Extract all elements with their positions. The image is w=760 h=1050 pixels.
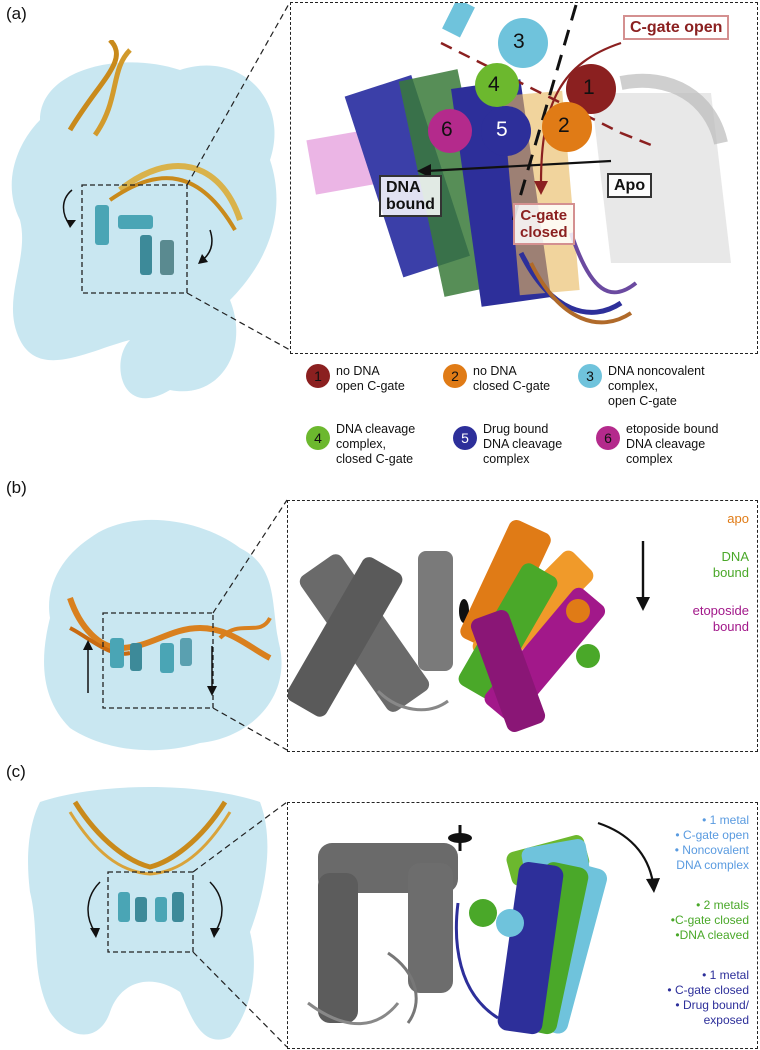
legend-label-5: Drug bound DNA cleavage complex	[483, 422, 562, 467]
panel-b-overview-structure	[44, 519, 282, 751]
panel-a-label: (a)	[6, 4, 27, 23]
legend-4-line-2: complex,	[336, 437, 387, 451]
state-etoposide-line-2: bound	[712, 619, 749, 634]
group-2-line-3: •DNA cleaved	[675, 928, 749, 942]
legend-6-line-1: etoposide bound	[626, 422, 719, 436]
state-dna-line-1: DNA	[721, 549, 749, 564]
legend-label-4: DNA cleavage complex, closed C-gate	[336, 422, 415, 467]
state-etoposide-line-1: etoposide	[692, 603, 749, 618]
group-1-line-1: • 1 metal	[702, 813, 749, 827]
legend-label-2: no DNA closed C-gate	[473, 364, 550, 394]
panel-a-zoom-connectors	[186, 1, 291, 351]
c-gate-closed-label: C-gate closed	[513, 203, 575, 245]
legend-badge-6: 6	[596, 426, 620, 450]
legend-3-line-2: complex,	[608, 379, 659, 393]
panel-c-group-2: • 2 metals •C-gate closed •DNA cleaved	[671, 898, 749, 943]
legend-6-line-3: complex	[626, 452, 673, 466]
c-gate-open-label: C-gate open	[623, 15, 730, 40]
panel-a: (a)	[0, 0, 760, 475]
legend-3-line-3: open C-gate	[608, 394, 677, 408]
panel-a-overview-structure	[11, 40, 277, 399]
group-3-line-1: • 1 metal	[702, 968, 749, 982]
group-3-line-4: exposed	[703, 1013, 749, 1027]
group-2-line-2: •C-gate closed	[670, 913, 749, 927]
panel-a-zoom-box: 3 4 1 2 5 6 C-gate open C-gate closed DN…	[290, 2, 758, 354]
panel-c-helix-overlay	[307, 821, 660, 1035]
panel-b-state-apo: apo	[727, 511, 749, 527]
group-3-line-2: • C-gate closed	[667, 983, 749, 997]
panel-b-zoom-box: apo DNA bound etoposide bound	[287, 500, 758, 752]
marker-4: 4	[488, 73, 500, 96]
legend-badge-4: 4	[306, 426, 330, 450]
panel-a-helix-overlay	[306, 3, 731, 325]
legend-6-line-2: DNA cleavage	[626, 437, 706, 451]
legend-1-line-2: open C-gate	[336, 379, 405, 393]
marker-1: 1	[583, 76, 595, 99]
legend-5-line-3: complex	[483, 452, 530, 466]
group-1-line-4: DNA complex	[676, 858, 749, 872]
legend-5-line-1: Drug bound	[483, 422, 549, 436]
marker-3: 3	[513, 30, 525, 53]
panel-b-state-etoposide-bound: etoposide bound	[693, 603, 749, 635]
marker-5: 5	[496, 118, 508, 141]
legend-label-6: etoposide bound DNA cleavage complex	[626, 422, 718, 467]
panel-c-overview-structure	[28, 787, 268, 1040]
legend-badge-1: 1	[306, 364, 330, 388]
dna-bound-label: DNA bound	[379, 175, 442, 217]
panel-b-label: (b)	[6, 478, 27, 497]
legend-2-line-2: closed C-gate	[473, 379, 551, 393]
legend-1-line-1: no DNA	[336, 364, 380, 378]
state-dna-line-2: bound	[712, 565, 749, 580]
panel-b: (b)	[0, 478, 760, 758]
legend-2-line-1: no DNA	[473, 364, 517, 378]
panel-c-zoom-connectors	[192, 801, 288, 1048]
panel-c-label: (c)	[6, 762, 26, 781]
group-1-line-3: • Noncovalent	[674, 843, 749, 857]
dna-bound-line1: DNA	[386, 179, 421, 196]
apo-label: Apo	[607, 173, 653, 198]
group-3-line-3: • Drug bound/	[675, 998, 749, 1012]
legend-5-line-2: DNA cleavage	[483, 437, 563, 451]
marker-2: 2	[558, 114, 570, 137]
group-1-line-2: • C-gate open	[675, 828, 749, 842]
c-gate-closed-line1: C-gate	[520, 207, 568, 224]
state-apo-line-1: apo	[727, 511, 749, 526]
panel-c-group-3: • 1 metal • C-gate closed • Drug bound/ …	[667, 968, 749, 1028]
legend-4-line-3: closed C-gate	[336, 452, 414, 466]
group-2-line-1: • 2 metals	[696, 898, 749, 912]
panel-c-zoom-box: • 1 metal • C-gate open • Noncovalent DN…	[287, 802, 758, 1049]
panel-b-zoom-connectors	[212, 499, 288, 751]
legend-badge-2: 2	[443, 364, 467, 388]
legend-4-line-1: DNA cleavage	[336, 422, 416, 436]
marker-6: 6	[441, 118, 453, 141]
panel-a-legend: 1 no DNA open C-gate 2 no DNA closed C-g…	[306, 364, 760, 474]
panel-c-group-1: • 1 metal • C-gate open • Noncovalent DN…	[675, 813, 749, 873]
c-gate-closed-line2: closed	[520, 224, 568, 241]
panel-b-state-dna-bound: DNA bound	[713, 549, 749, 581]
panel-b-helix-overlay	[288, 520, 650, 732]
panel-c: (c)	[0, 762, 760, 1050]
legend-badge-3: 3	[578, 364, 602, 388]
legend-label-3: DNA noncovalent complex, open C-gate	[608, 364, 705, 409]
legend-badge-5: 5	[453, 426, 477, 450]
legend-3-line-1: DNA noncovalent	[608, 364, 705, 378]
legend-label-1: no DNA open C-gate	[336, 364, 405, 394]
dna-bound-line2: bound	[386, 196, 435, 213]
